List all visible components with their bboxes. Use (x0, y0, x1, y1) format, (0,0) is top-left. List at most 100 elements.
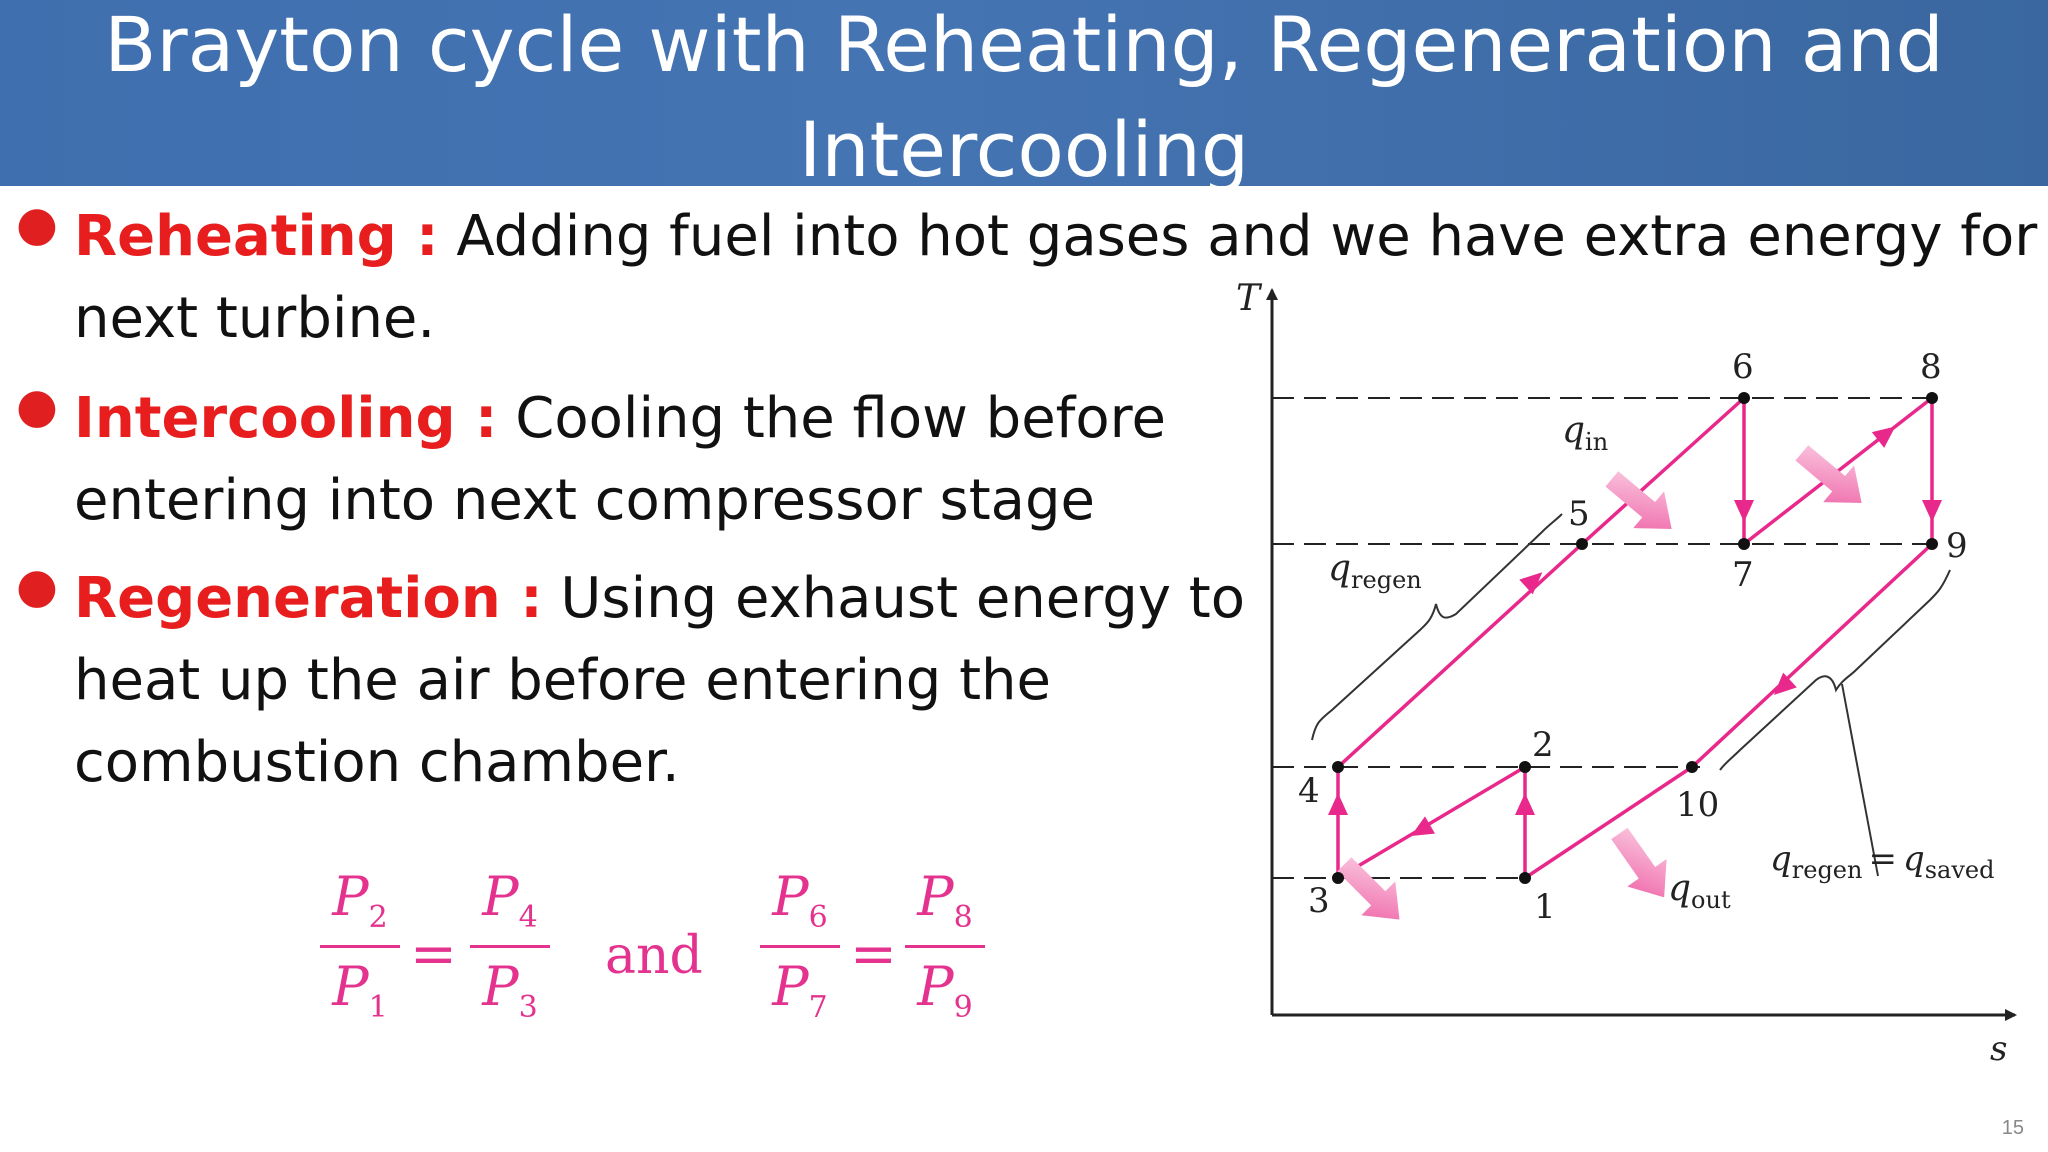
state-point-8 (1926, 392, 1938, 404)
bullet-line: Regeneration : Using exhaust energy to (74, 558, 1245, 640)
state-label-1: 1 (1534, 887, 1556, 927)
process-lines (1336, 396, 1934, 880)
heat-arrows (1337, 445, 1862, 920)
t-axis-label: T (1236, 278, 1263, 319)
state-point-1 (1519, 872, 1531, 884)
bullet-dot-icon: ● (16, 196, 58, 252)
fraction-p6-p7: P6 P7 (760, 870, 840, 1023)
arrow-6-7-icon (1734, 500, 1754, 522)
fraction-bar (760, 944, 840, 948)
arrow-8-9-icon (1922, 500, 1942, 522)
q-in-arrow-icon (1605, 471, 1672, 529)
q-regen-subscript: regen (1792, 856, 1863, 884)
q-regen-label: qregen (1328, 548, 1422, 594)
state-label-7: 7 (1732, 555, 1754, 595)
state-label-6: 6 (1732, 347, 1754, 387)
symbol-p: P (332, 865, 369, 928)
symbol-p: P (772, 865, 809, 928)
equals-sign: = (850, 922, 897, 987)
arrow-9-10-icon (1773, 672, 1797, 696)
q-out-arrow-icon (1611, 827, 1667, 898)
fraction-bar (470, 944, 550, 948)
q-saved-subscript: saved (1925, 856, 1995, 884)
process-2-3 (1337, 765, 1526, 880)
title-bar: Brayton cycle with Reheating, Regenerati… (0, 0, 2048, 194)
and-word: and (605, 926, 703, 986)
regen-leader-line (1841, 683, 1879, 877)
q-in-subscript: in (1585, 428, 1608, 456)
fraction-bar (905, 944, 985, 948)
bullet-line: Reheating : Adding fuel into hot gases a… (74, 196, 2037, 278)
subscript: 4 (518, 899, 538, 935)
symbol-p: P (917, 865, 954, 928)
q-regen-subscript: regen (1351, 566, 1422, 594)
arrow-7-8-icon (1871, 426, 1896, 448)
equals-sign: = (1868, 839, 1897, 879)
state-point-10 (1686, 761, 1698, 773)
q-in-label: qin (1562, 410, 1608, 456)
bullet-line: Intercooling : Cooling the flow before (74, 378, 1166, 460)
subscript: 3 (518, 989, 538, 1025)
process-5-6 (1580, 396, 1746, 546)
direction-arrows (1328, 426, 1942, 836)
pressure-ratio-formula: P2 P1 = P4 P3 and P6 P7 = P8 P9 (300, 870, 1020, 1040)
arrow-2-3-icon (1410, 816, 1435, 836)
fraction-p8-p9: P8 P9 (905, 870, 985, 1023)
fraction-p4-p3: P4 P3 (470, 870, 550, 1023)
state-label-4: 4 (1298, 771, 1320, 811)
symbol-p: P (482, 865, 519, 928)
regen-braces (1311, 513, 1951, 877)
subscript: 6 (808, 899, 828, 935)
q-out-subscript: out (1691, 886, 1731, 914)
s-axis-label: s (1990, 1029, 2007, 1069)
bullet-line: next turbine. (74, 286, 436, 351)
q-intercool-arrow-icon (1337, 857, 1400, 920)
state-points (1332, 392, 1938, 884)
slide-title-line-1: Brayton cycle with Reheating, Regenerati… (104, 0, 1944, 89)
q-symbol: q (1903, 839, 1925, 879)
ts-diagram: T s (1220, 270, 2040, 1070)
bullet-text: Using exhaust energy to (542, 566, 1245, 631)
bullet-keyword: Intercooling : (74, 386, 498, 451)
bullet-line: heat up the air before entering the (74, 648, 1051, 713)
state-label-9: 9 (1946, 526, 1968, 566)
state-point-4 (1332, 761, 1344, 773)
bullet-text: Cooling the flow before (497, 386, 1166, 451)
slide-title-line-2: Intercooling (798, 105, 1250, 194)
fraction-p2-p1: P2 P1 (320, 870, 400, 1023)
symbol-p: P (772, 954, 809, 1018)
symbol-p: P (482, 954, 519, 1018)
arrow-4-5-icon (1519, 572, 1543, 595)
state-label-8: 8 (1920, 347, 1942, 387)
equals-sign: = (410, 922, 457, 987)
state-point-2 (1519, 761, 1531, 773)
slide-number: 15 (2001, 1117, 2024, 1139)
symbol-p: P (332, 954, 369, 1018)
regen-brace-left (1311, 513, 1563, 741)
process-10-1 (1524, 765, 1693, 880)
bullet-keyword: Reheating : (74, 204, 439, 269)
subscript: 8 (953, 899, 973, 935)
state-labels: 1 2 3 4 5 6 7 8 9 10 (1298, 347, 1968, 927)
q-symbol: q (1668, 868, 1691, 909)
q-reheat-arrow-icon (1795, 445, 1862, 503)
subscript: 7 (808, 989, 828, 1025)
q-symbol: q (1770, 839, 1792, 879)
arrow-3-4-icon (1328, 793, 1348, 815)
subscript: 2 (368, 899, 388, 935)
arrow-1-2-icon (1515, 793, 1535, 815)
q-regen-equals-q-saved-label: qregen=qsaved (1770, 839, 1994, 884)
state-point-5 (1576, 538, 1588, 550)
state-point-9 (1926, 538, 1938, 550)
q-out-label: qout (1668, 868, 1731, 914)
bullet-dot-icon: ● (16, 378, 58, 434)
subscript: 1 (368, 989, 388, 1025)
bullet-line: entering into next compressor stage (74, 468, 1095, 533)
process-4-5 (1336, 542, 1584, 769)
state-point-7 (1738, 538, 1750, 550)
heat-labels: qin qregen qout qregen=qsaved (1328, 410, 1994, 914)
state-label-3: 3 (1308, 881, 1330, 921)
q-symbol: q (1562, 410, 1585, 451)
bullet-dot-icon: ● (16, 558, 58, 614)
state-label-5: 5 (1568, 494, 1590, 534)
